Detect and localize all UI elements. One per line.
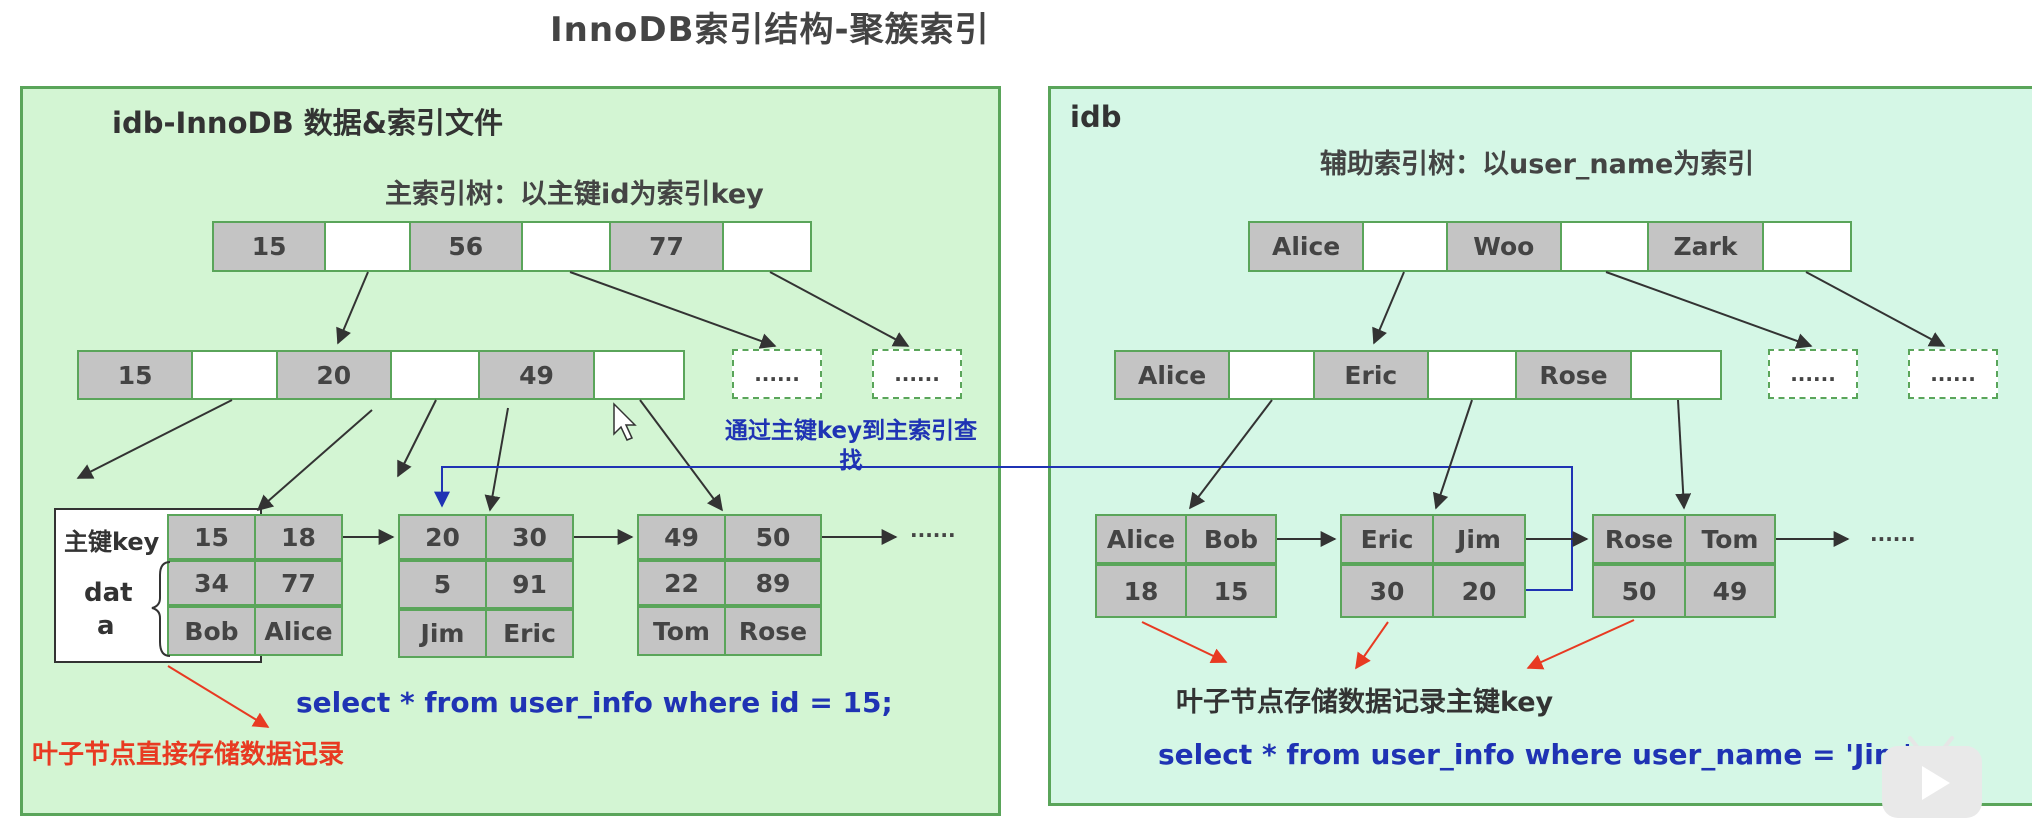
pointer-slot <box>193 352 278 398</box>
mouse-cursor-icon <box>613 402 637 441</box>
secondary-index-panel <box>1048 86 2032 806</box>
leaf-key-cell: Alice <box>1095 514 1187 564</box>
tree-arrow <box>336 271 369 345</box>
leaf-data-cell: 91 <box>485 560 574 609</box>
secondary-sql-query: select * from user_info where user_name … <box>1158 738 1923 771</box>
primary-root-key: 15 <box>214 223 327 270</box>
primary-leaf-note: 叶子节点直接存储数据记录 <box>32 740 345 770</box>
secondary-root-key: Alice <box>1250 223 1365 270</box>
leaf-key-cell: Bob <box>1185 514 1277 564</box>
pointer-slot <box>1230 352 1315 398</box>
secondary-mid-key: Rose <box>1517 352 1632 398</box>
primary-lookup-note: 通过主键key到主索引查找 <box>724 418 978 474</box>
primary-root-key: 56 <box>410 223 523 270</box>
primary-panel-title: idb-InnoDB 数据&索引文件 <box>112 106 504 140</box>
tree-arrow <box>569 271 777 349</box>
leaf-key-cell: 30 <box>485 514 574 560</box>
primary-mid-key: 49 <box>480 352 595 398</box>
tree-arrow <box>1372 271 1405 345</box>
data-label: dat <box>84 578 133 608</box>
leaf-data-cell: 77 <box>254 560 343 606</box>
secondary-leaf-note: 叶子节点存储数据记录主键key <box>1176 687 1554 718</box>
tree-arrow <box>1432 399 1473 510</box>
pointer-slot <box>1561 223 1650 270</box>
tree-arrow <box>1189 399 1273 510</box>
primary-key-label: 主键key <box>64 528 160 556</box>
secondary-root-node: Alice Woo Zark <box>1248 221 1852 272</box>
placeholder-node: ...... <box>1768 349 1858 399</box>
leaf-key-cell: 20 <box>398 514 487 560</box>
pointer-slot <box>1428 352 1518 398</box>
leaf-key-cell: 18 <box>254 514 343 560</box>
primary-mid-key: 20 <box>277 352 392 398</box>
tree-arrow <box>1805 271 1946 347</box>
leaf-pk-cell: 18 <box>1095 564 1187 618</box>
leaf-key-cell: 50 <box>724 514 822 560</box>
page-title: InnoDB索引结构-聚簇索引 <box>550 10 990 50</box>
primary-mid-node: 15 20 49 <box>77 350 685 400</box>
data-label: a <box>97 611 115 641</box>
tree-arrow <box>639 399 723 512</box>
primary-tree-subtitle: 主索引树：以主键id为索引key <box>385 179 764 210</box>
pointer-slot <box>1763 223 1850 270</box>
pointer-slot <box>594 352 684 398</box>
tree-arrow <box>1675 399 1692 510</box>
tree-arrow <box>397 399 437 478</box>
leaf-data-cell: 5 <box>398 560 487 609</box>
tree-arrow <box>484 407 509 512</box>
note-arrow <box>1355 621 1389 670</box>
leaf-data-cell: 34 <box>167 560 256 606</box>
continuation-dots: ...... <box>910 518 956 542</box>
secondary-root-key: Woo <box>1447 223 1562 270</box>
primary-index-panel <box>20 86 1001 816</box>
leaf-pk-cell: 49 <box>1684 564 1776 618</box>
primary-sql-query: select * from user_info where id = 15; <box>296 686 893 719</box>
lookup-path-arrow <box>434 466 1573 591</box>
leaf-data-cell: 89 <box>724 560 822 606</box>
leaf-data-cell: Alice <box>254 606 343 656</box>
note-arrow <box>1141 621 1228 664</box>
primary-root-key: 77 <box>611 223 724 270</box>
leaf-pk-cell: 20 <box>1432 564 1526 618</box>
tree-arrow <box>256 409 373 512</box>
pointer-slot <box>391 352 481 398</box>
leaf-pk-cell: 50 <box>1592 564 1686 618</box>
pointer-slot <box>723 223 810 270</box>
video-play-icon <box>1882 736 1982 818</box>
leaf-data-cell: Rose <box>724 606 822 656</box>
leaf-key-cell: Rose <box>1592 514 1686 564</box>
pointer-slot <box>522 223 612 270</box>
leaf-pk-cell: 15 <box>1185 564 1277 618</box>
leaf-data-cell: Eric <box>485 609 574 658</box>
leaf-data-cell: Bob <box>167 606 256 656</box>
data-brace <box>151 561 171 657</box>
note-arrow <box>1526 619 1635 670</box>
secondary-mid-node: Alice Eric Rose <box>1114 350 1722 400</box>
secondary-tree-subtitle: 辅助索引树：以user_name为索引 <box>1320 149 1755 180</box>
secondary-mid-key: Alice <box>1116 352 1231 398</box>
leaf-key-cell: 15 <box>167 514 256 560</box>
leaf-key-cell: Jim <box>1432 514 1526 564</box>
placeholder-node: ...... <box>1908 349 1998 399</box>
primary-root-node: 15 56 77 <box>212 221 812 272</box>
primary-mid-key: 15 <box>79 352 194 398</box>
leaf-key-cell: Tom <box>1684 514 1776 564</box>
leaf-pk-cell: 30 <box>1340 564 1434 618</box>
secondary-panel-title: idb <box>1070 100 1122 134</box>
placeholder-node: ...... <box>732 349 822 399</box>
continuation-dots: ...... <box>1870 522 1916 546</box>
tree-arrow <box>76 399 233 479</box>
pointer-slot <box>1631 352 1721 398</box>
note-arrow <box>167 665 270 728</box>
pointer-slot <box>326 223 411 270</box>
secondary-root-key: Zark <box>1649 223 1764 270</box>
secondary-mid-key: Eric <box>1314 352 1429 398</box>
pointer-slot <box>1364 223 1448 270</box>
tree-arrow <box>1605 271 1813 349</box>
leaf-key-cell: Eric <box>1340 514 1434 564</box>
tree-arrow <box>769 271 910 347</box>
leaf-data-cell: Tom <box>637 606 726 656</box>
placeholder-node: ...... <box>872 349 962 399</box>
